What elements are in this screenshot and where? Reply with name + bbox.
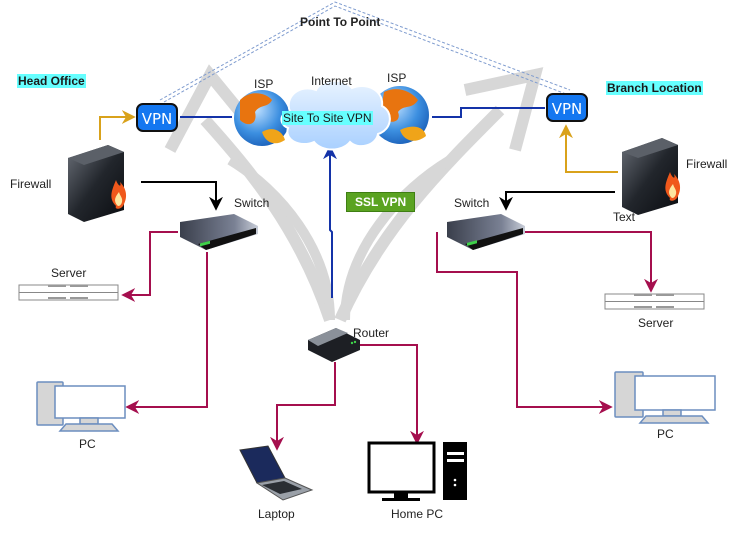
point-to-point-label: Point To Point <box>300 15 381 29</box>
head-office-pc-icon <box>36 381 126 432</box>
isp-left-globe-icon <box>234 90 290 146</box>
router-label: Router <box>353 326 390 340</box>
head-office-vpn-gateway[interactable]: VPN <box>136 103 178 132</box>
head-office-label: Head Office <box>17 74 86 88</box>
router-icon <box>308 328 360 362</box>
site-to-site-vpn-label: Site To Site VPN <box>282 111 373 125</box>
home-pc-label: Home PC <box>391 507 444 521</box>
branch-firewall-label: Firewall <box>686 157 728 171</box>
laptop-icon <box>239 445 314 501</box>
branch-server-icon <box>604 293 705 310</box>
branch-switch-icon <box>447 214 525 250</box>
head-office-firewall-label: Firewall <box>10 177 52 191</box>
branch-server-label: Server <box>638 316 674 330</box>
branch-firewall-icon <box>622 138 681 215</box>
branch-location-label: Branch Location <box>606 81 703 95</box>
branch-vpn-gateway[interactable]: VPN <box>546 93 588 122</box>
isp-right-label: ISP <box>387 71 407 85</box>
laptop-label: Laptop <box>258 507 295 521</box>
firewall-vpn-links <box>99 110 618 173</box>
isp-left-label: ISP <box>254 77 274 91</box>
head-office-switch-label: Switch <box>234 196 270 210</box>
head-office-firewall-icon <box>68 145 127 222</box>
ssl-vpn-badge: SSL VPN <box>346 192 416 212</box>
head-office-switch-icon <box>180 214 258 250</box>
firewall-switch-links <box>141 181 615 211</box>
branch-firewall-sublabel: Text <box>613 210 636 224</box>
home-pc-icon <box>367 441 467 501</box>
head-office-server-icon <box>18 284 119 301</box>
wan-links <box>180 107 545 298</box>
branch-pc-label: PC <box>657 427 674 441</box>
head-office-server-label: Server <box>51 266 87 280</box>
head-office-pc-label: PC <box>79 437 96 451</box>
lan-links <box>121 231 658 451</box>
internet-label: Internet <box>311 74 352 88</box>
branch-pc-icon <box>614 371 716 424</box>
branch-switch-label: Switch <box>454 196 490 210</box>
point-to-point-link <box>159 1 571 103</box>
